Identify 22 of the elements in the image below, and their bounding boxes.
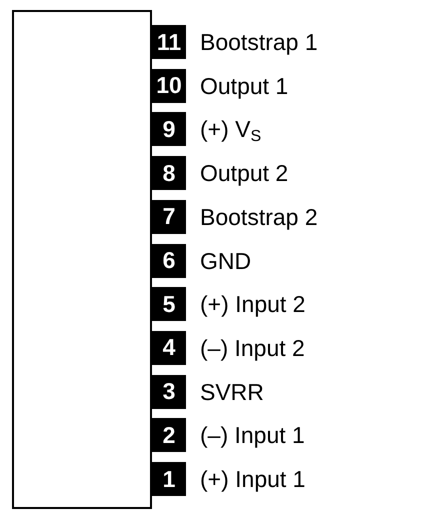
pin-label: (–) Input 1 xyxy=(200,421,305,450)
pin-label: (+) Input 2 xyxy=(200,290,306,318)
pin-number: 7 xyxy=(152,200,186,234)
pin-label: Bootstrap 1 xyxy=(200,28,318,56)
pin-label: (+) V$_{S}$ xyxy=(200,115,262,144)
pin-number: 11 xyxy=(152,25,186,59)
pin-label: GND xyxy=(200,246,252,274)
pin-number: 10 xyxy=(152,68,186,103)
pin-label: Output 2 xyxy=(200,159,288,188)
pin-number: 8 xyxy=(152,156,186,190)
pin-number: 5 xyxy=(152,287,186,322)
pin-label: (–) Input 2 xyxy=(200,334,305,362)
pin-number: 6 xyxy=(152,244,186,278)
pin-label: Output 1 xyxy=(200,72,288,100)
pin-number: 1 xyxy=(152,462,186,496)
pin-number: 3 xyxy=(152,374,186,409)
pin-number: 9 xyxy=(152,112,186,146)
pin-label: Bootstrap 2 xyxy=(200,202,318,231)
pin-label: SVRR xyxy=(200,378,264,406)
pin-number: 4 xyxy=(152,330,186,365)
pin-number: 2 xyxy=(152,418,186,452)
pin-label: (+) Input 1 xyxy=(200,465,306,493)
